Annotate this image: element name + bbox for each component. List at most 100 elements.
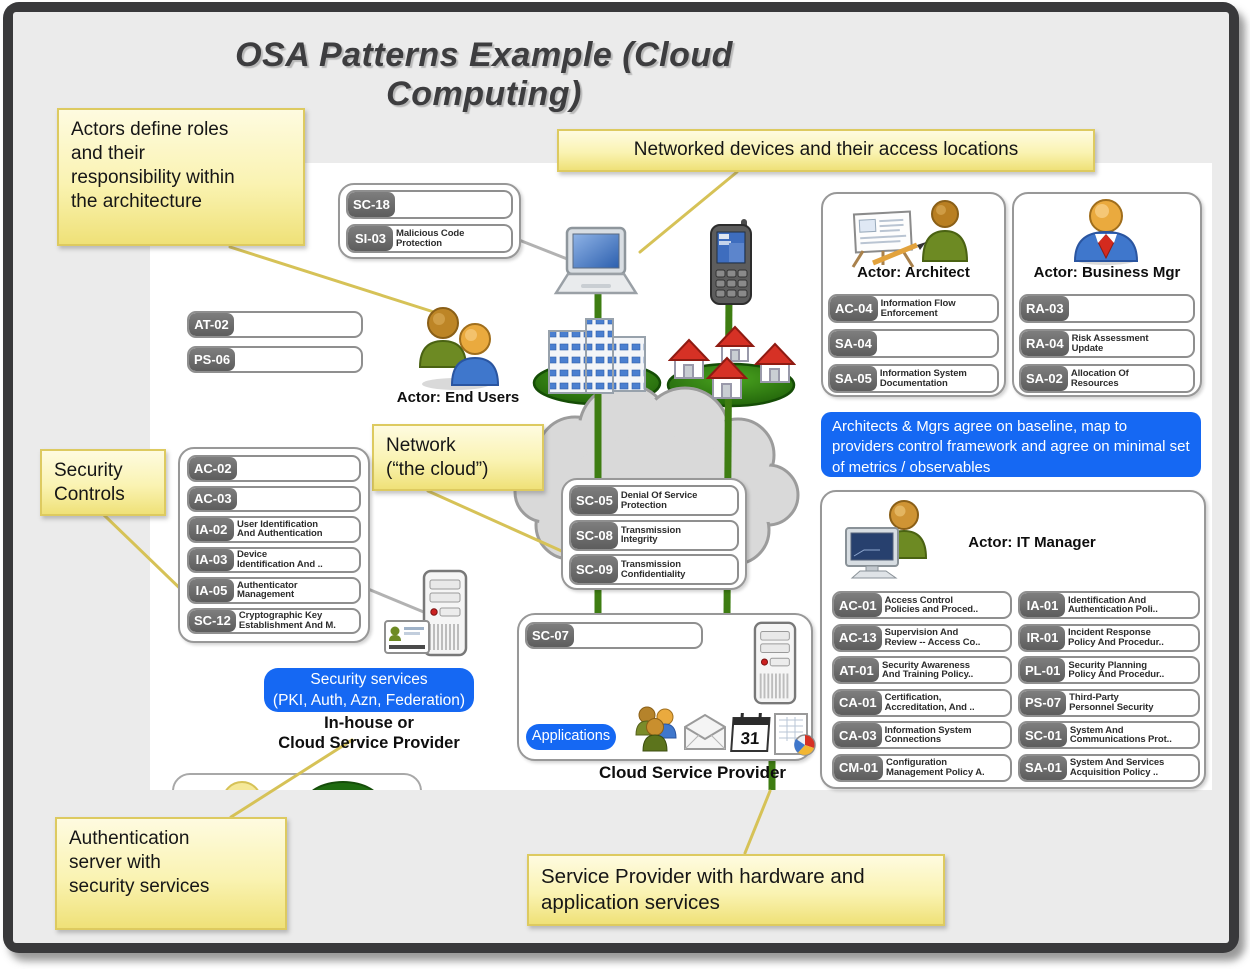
cloud-provider-caption: Cloud Service Provider bbox=[598, 763, 787, 782]
control-pill: AC-04 Information Flow Enforcement bbox=[828, 294, 999, 323]
control-label: Information System Connections bbox=[884, 724, 972, 745]
control-pill: SC-01 System And Communications Prot.. bbox=[1018, 721, 1200, 749]
mobile-phone-icon bbox=[710, 219, 752, 305]
control-pill: SA-04 bbox=[828, 329, 999, 358]
control-pill: IA-02 User Identification And Authentica… bbox=[187, 516, 361, 543]
control-label: Authenticator Management bbox=[237, 579, 298, 601]
laptop-icon bbox=[553, 226, 639, 295]
control-pill: SC-18 bbox=[346, 190, 513, 219]
control-label: Configuration Management Policy A. bbox=[886, 757, 985, 778]
cropped-yellow-shape bbox=[222, 781, 262, 790]
note-devices: Networked devices and their access locat… bbox=[557, 129, 1095, 172]
control-pill: AC-13 Supervision And Review -- Access C… bbox=[832, 623, 1012, 652]
control-label: Device Identification And .. bbox=[237, 549, 323, 570]
control-id-badge: SC-12 bbox=[189, 609, 236, 632]
it-manager-title: Actor: IT Manager bbox=[968, 534, 1096, 551]
network-controls-panel: SC-05 Denial Of Service Protection SC-08… bbox=[561, 478, 747, 590]
control-pill: IA-03 Device Identification And .. bbox=[187, 546, 361, 573]
provider-server-icon bbox=[753, 621, 797, 705]
control-label: System And Communications Prot.. bbox=[1069, 724, 1172, 745]
control-id-badge: CA-03 bbox=[834, 723, 882, 747]
business-mgr-panel: Actor: Business Mgr RA-03 RA-04 Risk Ass… bbox=[1012, 192, 1202, 397]
control-id-badge: RA-03 bbox=[1021, 296, 1069, 321]
control-pill: RA-04 Risk Assessment Update bbox=[1019, 329, 1195, 358]
control-pill: SI-03 Malicious Code Protection bbox=[346, 224, 513, 253]
control-label: Transmission Confidentiality bbox=[620, 559, 686, 580]
report-chart-icon bbox=[774, 713, 816, 756]
control-pill: SC-08 Transmission Integrity bbox=[569, 519, 739, 551]
note-service-provider: Service Provider with hardware and appli… bbox=[527, 854, 945, 926]
control-id-badge: CM-01 bbox=[834, 755, 884, 780]
control-pill: CA-03 Information System Connections bbox=[832, 721, 1012, 749]
control-pill: PL-01 Security Planning Policy And Proce… bbox=[1018, 656, 1200, 684]
cropped-green-ellipse bbox=[304, 781, 382, 790]
control-id-badge: IA-03 bbox=[189, 548, 234, 571]
control-id-badge: SA-02 bbox=[1021, 366, 1068, 391]
note-auth-server: Authentication server with security serv… bbox=[55, 817, 287, 930]
architect-icon bbox=[851, 200, 969, 268]
control-label: Information Flow Enforcement bbox=[880, 298, 956, 319]
control-id-badge: IA-05 bbox=[189, 579, 234, 602]
control-pill: IA-01 Identification And Authentication … bbox=[1018, 591, 1200, 619]
cloud-service-provider-panel: SC-07 Applications bbox=[517, 613, 816, 761]
control-label: Incident Response Policy And Procedur.. bbox=[1068, 627, 1164, 648]
control-pill: CM-01 Configuration Management Policy A. bbox=[832, 753, 1012, 782]
control-label: Security Awareness And Training Policy.. bbox=[882, 659, 974, 680]
control-id-badge: AC-03 bbox=[189, 487, 237, 510]
page-title: OSA Patterns Example (Cloud Computing) bbox=[235, 36, 733, 113]
control-pill: PS-07 Third-Party Personnel Security bbox=[1018, 688, 1200, 717]
control-id-badge: RA-04 bbox=[1021, 331, 1069, 356]
control-label: User Identification And Authentication bbox=[237, 518, 323, 540]
device-controls-panel: SC-18 SI-03 Malicious Code Protection bbox=[338, 183, 521, 259]
control-pill: SA-05 Information System Documentation bbox=[828, 364, 999, 393]
note-network: Network (“the cloud”) bbox=[372, 424, 544, 491]
office-buildings-icon bbox=[548, 318, 646, 394]
in-house-caption: In-house or Cloud Service Provider bbox=[278, 714, 460, 752]
identity-controls-panel: AC-02 AC-03 IA-02 User Identification An… bbox=[178, 447, 370, 643]
business-mgr-title: Actor: Business Mgr bbox=[1033, 264, 1181, 281]
control-pill: RA-03 bbox=[1019, 294, 1195, 323]
control-pill: AC-02 bbox=[187, 455, 361, 482]
control-id-badge: AT-02 bbox=[189, 313, 234, 336]
end-users-caption: Actor: End Users bbox=[396, 389, 520, 406]
applications-label: Applications bbox=[526, 724, 616, 750]
control-label: Identification And Authentication Poli.. bbox=[1068, 594, 1158, 615]
control-label: Denial Of Service Protection bbox=[620, 490, 698, 511]
control-id-badge: SC-09 bbox=[571, 556, 618, 583]
control-id-badge: AC-13 bbox=[834, 625, 882, 650]
control-id-badge: AC-01 bbox=[834, 593, 882, 617]
it-manager-icon bbox=[845, 500, 928, 579]
control-id-badge: SC-01 bbox=[1020, 723, 1067, 747]
control-pill: PS-06 bbox=[187, 346, 363, 373]
end-user-controls: AT-02 PS-06 bbox=[187, 311, 363, 373]
control-id-badge: SC-07 bbox=[527, 624, 574, 647]
control-pill: SC-07 bbox=[525, 622, 703, 649]
control-pill: AC-01 Access Control Policies and Proced… bbox=[832, 591, 1012, 619]
control-pill: SA-02 Allocation Of Resources bbox=[1019, 364, 1195, 393]
control-pill: IR-01 Incident Response Policy And Proce… bbox=[1018, 623, 1200, 652]
control-label: Risk Assessment Update bbox=[1071, 333, 1149, 354]
end-users-icon bbox=[418, 307, 500, 390]
control-pill: AC-03 bbox=[187, 485, 361, 512]
control-id-badge: AC-04 bbox=[830, 296, 878, 321]
auth-server-icon bbox=[422, 569, 468, 657]
control-label: Security Planning Policy And Procedur.. bbox=[1068, 659, 1165, 680]
email-icon bbox=[684, 713, 726, 750]
houses-icon bbox=[668, 325, 796, 399]
note-actors: Actors define roles and their responsibi… bbox=[57, 108, 305, 246]
control-id-badge: SC-18 bbox=[348, 192, 395, 217]
control-id-badge: PS-06 bbox=[189, 348, 236, 371]
id-badge-icon bbox=[384, 620, 430, 654]
control-id-badge: SC-08 bbox=[571, 521, 618, 549]
control-id-badge: PS-07 bbox=[1020, 690, 1067, 715]
control-id-badge: CA-01 bbox=[834, 690, 882, 715]
control-label: Certification, Accreditation, And .. bbox=[884, 692, 975, 713]
control-label: Allocation Of Resources bbox=[1070, 368, 1129, 389]
control-label: Third-Party Personnel Security bbox=[1069, 692, 1154, 713]
control-id-badge: PL-01 bbox=[1020, 658, 1066, 682]
control-id-badge: SC-05 bbox=[571, 487, 618, 514]
agreement-callout: Architects & Mgrs agree on baseline, map… bbox=[821, 412, 1201, 477]
control-label: System And Services Acquisition Policy .… bbox=[1069, 757, 1165, 778]
control-pill: AT-01 Security Awareness And Training Po… bbox=[832, 656, 1012, 684]
